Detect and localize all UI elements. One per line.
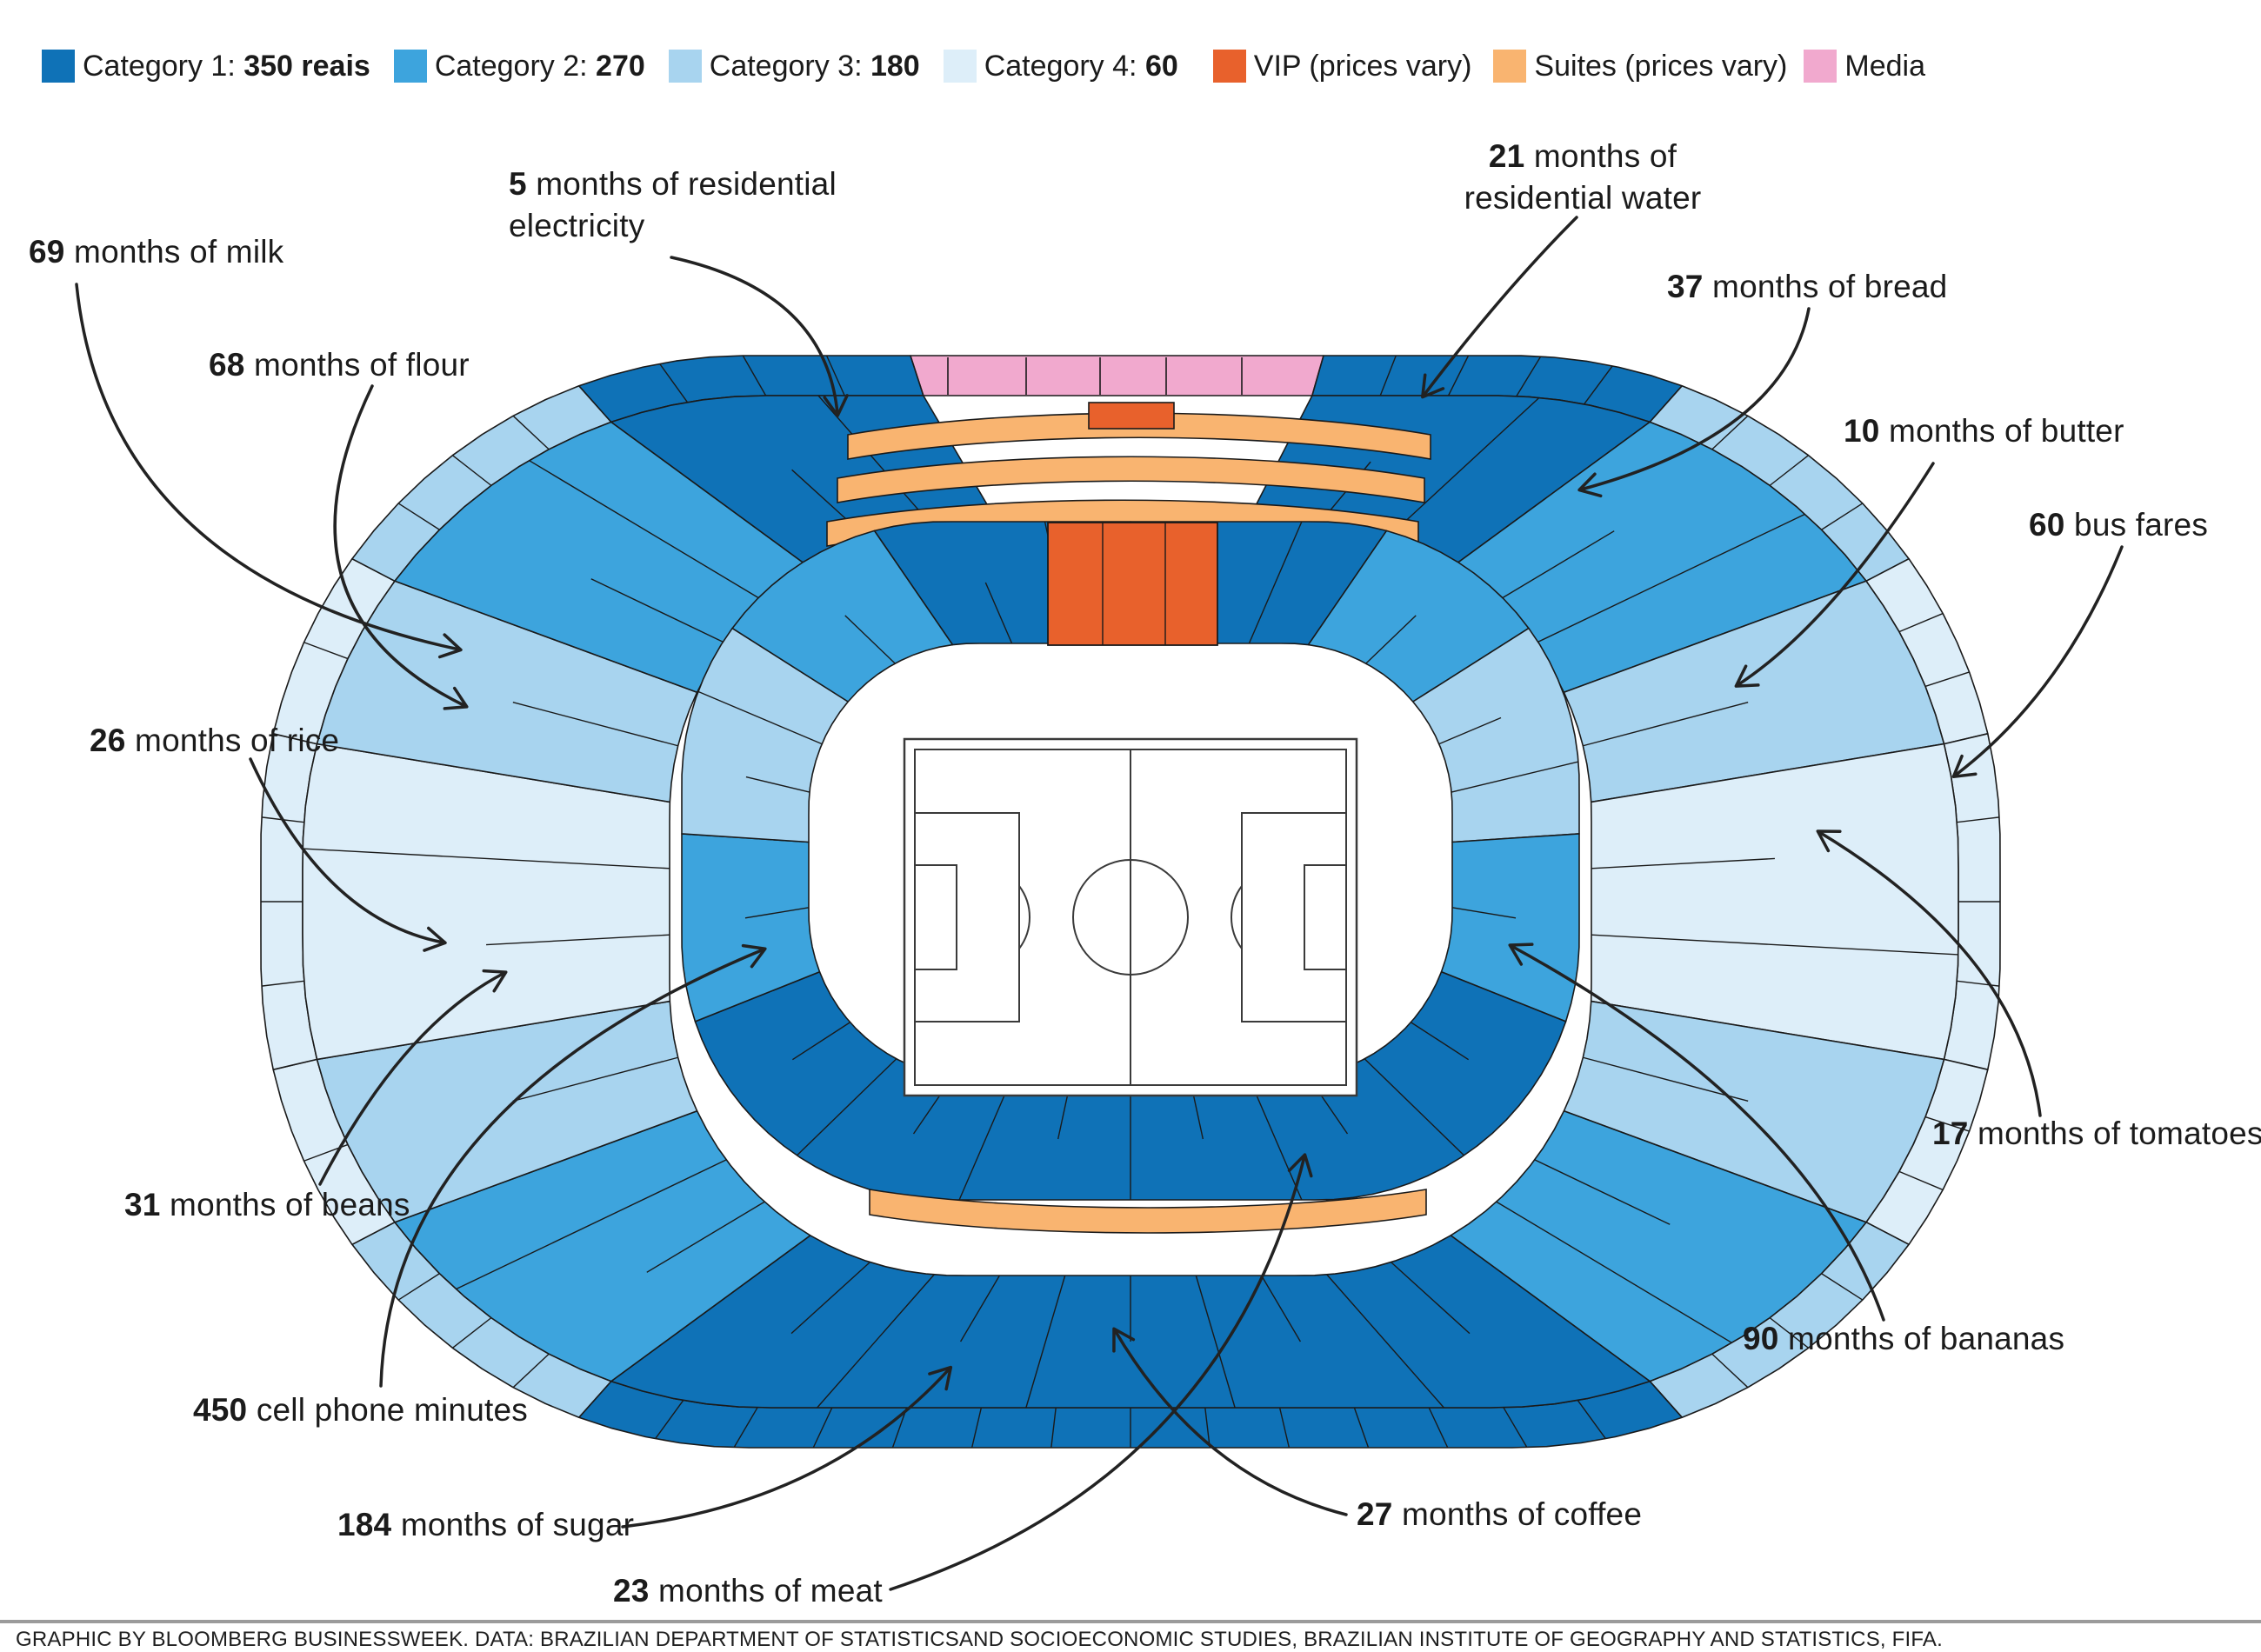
arrow-beans [318, 969, 508, 1186]
label-rice: 26 months of rice [90, 723, 340, 758]
category3-swatch [668, 50, 702, 83]
label-electricity: 5 months of residential electricity [509, 166, 837, 243]
annotation-arrows [75, 216, 2124, 1591]
label-flour: 68 months of flour [209, 347, 470, 383]
arrow-meat [889, 1153, 1313, 1591]
label-water: 21 months of residential water [1464, 138, 1702, 216]
arrow-bus-fares [1951, 545, 2124, 778]
category4-swatch [943, 50, 977, 83]
legend-label: Category 4: 60 [984, 50, 1178, 83]
label-coffee: 27 months of coffee [1357, 1496, 1643, 1532]
arrow-rice [249, 757, 447, 952]
suites-swatch [1493, 50, 1527, 83]
legend-item-vip: VIP (prices vary) [1212, 49, 1472, 83]
arrow-electricity [670, 256, 849, 417]
legend-label: Category 3: 180 [709, 50, 920, 83]
legend-label: Media [1844, 50, 1925, 83]
arrow-cell-phone [379, 943, 767, 1388]
label-bread: 37 months of bread [1667, 269, 1948, 304]
arrow-bread [1577, 307, 1811, 498]
legend-item-category3: Category 3: 180 [668, 49, 920, 83]
arrow-water [1421, 216, 1578, 399]
label-tomatoes: 17 months of tomatoes [1932, 1116, 2261, 1151]
legend-label: VIP (prices vary) [1253, 50, 1472, 83]
label-bus-fares: 60 bus fares [2029, 507, 2209, 543]
arrow-flour [333, 384, 469, 710]
suites-bottom [869, 1189, 1427, 1234]
vip-suite-block [1088, 402, 1175, 430]
arrow-bananas [1508, 943, 1885, 1322]
label-bananas: 90 months of bananas [1743, 1321, 2065, 1356]
soccer-field [903, 737, 1358, 1097]
label-butter: 10 months of butter [1844, 413, 2124, 449]
arrow-sugar [621, 1365, 953, 1529]
legend-item-category2: Category 2: 270 [393, 49, 645, 83]
legend-item-category1: Category 1: 350 reais [42, 49, 370, 83]
label-beans: 31 months of beans [124, 1187, 410, 1222]
media-swatch [1804, 50, 1837, 83]
footer-attribution: GRAPHIC BY BLOOMBERG BUSINESSWEEK. DATA:… [16, 1628, 1943, 1651]
media-section [947, 357, 1243, 395]
legend-item-category4: Category 4: 60 [943, 49, 1178, 83]
legend-item-suites: Suites (prices vary) [1493, 49, 1787, 83]
footer-divider [0, 1620, 2261, 1623]
category1-swatch [42, 50, 75, 83]
label-cell-phone: 450 cell phone minutes [193, 1392, 528, 1428]
vip-main-section [1047, 522, 1218, 646]
category2-swatch [393, 50, 427, 83]
label-meat: 23 months of meat [613, 1573, 883, 1609]
label-sugar: 184 months of sugar [337, 1507, 635, 1542]
vip-swatch [1212, 50, 1246, 83]
legend-label: Category 1: 350 reais [83, 50, 370, 83]
arrow-coffee [1112, 1327, 1348, 1516]
legend-label: Suites (prices vary) [1534, 50, 1788, 83]
upper-deck-ring [302, 395, 1959, 1409]
arrow-butter [1734, 462, 1935, 688]
arrow-tomatoes [1816, 829, 2042, 1117]
legend-label: Category 2: 270 [434, 50, 645, 83]
legend-item-media: Media [1804, 49, 1925, 83]
legend: Category 1: 350 reais Category 2: 270 Ca… [42, 49, 1925, 83]
label-milk: 69 months of milk [29, 234, 284, 270]
